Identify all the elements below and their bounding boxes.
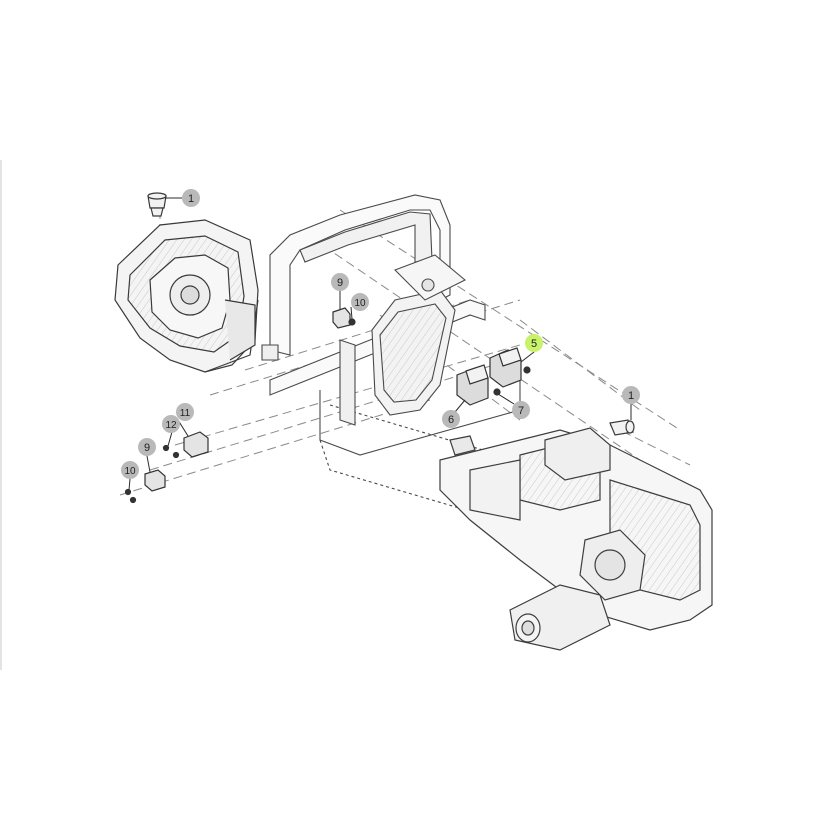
callout-5: 5 (525, 334, 543, 352)
callout-11-bubble (176, 403, 194, 421)
callout-9-lower-bubble (138, 438, 156, 456)
left-brackets (124, 431, 209, 504)
callout-12: 12 (162, 415, 180, 433)
callout-7-bubble (512, 401, 530, 419)
callout-10-upper: 10 (351, 293, 369, 311)
callout-12-label: 12 (165, 420, 177, 431)
callout-5-label: 5 (531, 338, 537, 350)
callout-9-upper-bubble (331, 273, 349, 291)
upper-bracket (332, 307, 356, 329)
callout-7: 7 (512, 401, 530, 419)
callout-1-left-bubble (182, 189, 200, 207)
rear-transmission (439, 427, 713, 651)
rubber-mounts (456, 347, 531, 406)
callout-1-left-label: 1 (188, 193, 194, 205)
callout-10-lower-bubble (121, 461, 139, 479)
callout-11: 11 (176, 403, 194, 421)
front-chassis-frame (261, 194, 521, 521)
callout-6-bubble (442, 410, 460, 428)
callout-6-label: 6 (448, 414, 454, 426)
callout-11-label: 11 (180, 408, 191, 419)
callout-10-lower-label: 10 (124, 466, 136, 477)
frame-left-border (0, 160, 2, 670)
callout-10-lower: 10 (121, 461, 139, 479)
callout-1-left: 1 (182, 189, 200, 207)
callout-6: 6 (442, 410, 460, 428)
plug-part-left (147, 192, 167, 217)
callout-10-upper-label: 10 (354, 298, 366, 309)
callout-9-upper-label: 9 (337, 277, 343, 289)
callout-9-lower: 9 (138, 438, 156, 456)
callout-leaders (128, 197, 632, 491)
bell-housing (114, 219, 259, 373)
callout-1-right-bubble (622, 386, 640, 404)
callout-9-upper: 9 (331, 273, 349, 291)
callout-10-upper-bubble (351, 293, 369, 311)
callout-12-bubble (162, 415, 180, 433)
callout-7-label: 7 (518, 405, 524, 417)
callout-1-right: 1 (622, 386, 640, 404)
plug-part-right (609, 419, 635, 436)
callout-9-lower-label: 9 (144, 442, 150, 454)
callout-1-right-label: 1 (628, 390, 634, 402)
callout-5-bubble (525, 334, 543, 352)
